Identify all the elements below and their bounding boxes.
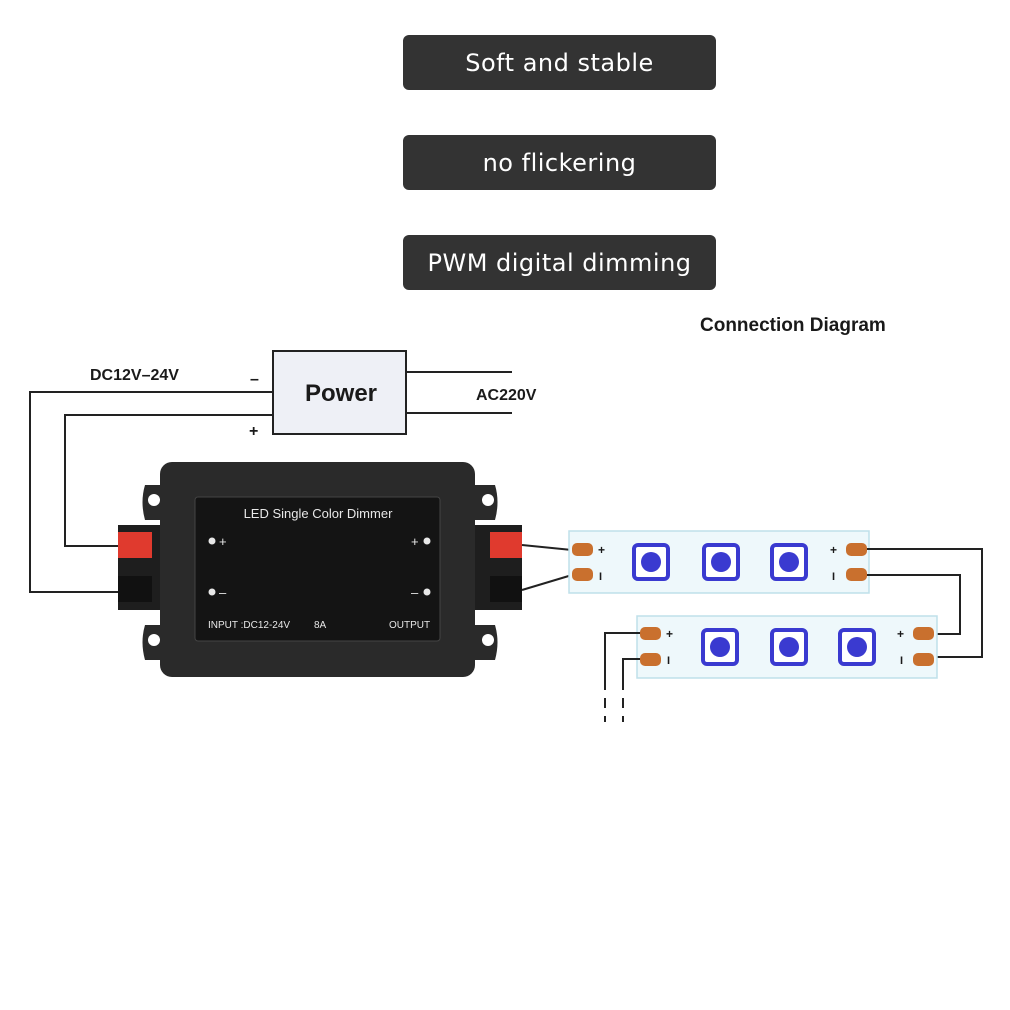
strip2-left-plus: +: [666, 627, 673, 641]
diagram-title: Connection Diagram: [700, 315, 886, 336]
dimmer-output-label: OUTPUT: [389, 620, 430, 631]
strip1-pad-right-plus: [846, 543, 867, 556]
output-terminal-block: [474, 525, 522, 610]
strip2-pad-right-minus: [913, 653, 934, 666]
power-supply-box: [272, 350, 407, 435]
strip2-pad-left-minus: [640, 653, 661, 666]
strip2-outgoing-wires: [604, 632, 640, 680]
strip1-right-plus: +: [830, 543, 837, 557]
dimmer-title: LED Single Color Dimmer: [244, 506, 393, 521]
input-connector-black: [118, 576, 152, 602]
input-minus-dot: [208, 588, 216, 596]
strip-continuation-dashed: [959, 549, 983, 657]
strip2-left-minus: I: [667, 655, 670, 667]
dimmer-current-spec: 8A: [314, 620, 327, 631]
power-label: Power: [305, 380, 377, 407]
strip2-right-minus: I: [900, 655, 903, 667]
input-voltage-label: DC12V–24V: [90, 367, 179, 384]
ac-voltage-label: AC220V: [476, 387, 537, 404]
feature-badge-pwm-dimming: PWM digital dimming: [403, 235, 716, 290]
strip2-right-plus: +: [897, 627, 904, 641]
output-connector-black: [490, 576, 522, 602]
feature-label: Soft and stable: [465, 48, 654, 77]
input-plus-dot: [208, 537, 216, 545]
feature-badge-no-flickering: no flickering: [403, 135, 716, 190]
strip2-continuation-dashed: [604, 680, 624, 722]
output-connector-red: [490, 532, 522, 558]
strip1-pad-left-plus: [572, 543, 593, 556]
led-strip-2: + I + I: [636, 615, 938, 679]
dimmer-input-spec: INPUT :DC12-24V: [208, 620, 290, 631]
power-plus-label: +: [249, 423, 258, 440]
output-plus-label: +: [411, 534, 419, 549]
output-plus-dot: [423, 537, 431, 545]
strip1-pad-right-minus: [846, 568, 867, 581]
feature-badge-soft-stable: Soft and stable: [403, 35, 716, 90]
led-strip-1: + I + I: [568, 530, 870, 594]
input-terminal-block: [118, 525, 166, 610]
dimmer-label-panel: [194, 496, 441, 642]
strip1-right-minus: I: [832, 571, 835, 583]
strip2-pad-right-plus: [913, 627, 934, 640]
input-minus-label: –: [219, 585, 227, 600]
strip1-pad-left-minus: [572, 568, 593, 581]
dimmer-output-wires: [521, 544, 573, 591]
feature-label: PWM digital dimming: [427, 248, 692, 277]
strip1-left-minus: I: [599, 571, 602, 583]
input-plus-label: +: [219, 534, 227, 549]
feature-label: no flickering: [482, 148, 637, 177]
output-minus-label: –: [411, 585, 419, 600]
input-connector-red: [118, 532, 152, 558]
dc-input-wires: [29, 391, 273, 593]
strip2-pad-left-plus: [640, 627, 661, 640]
output-minus-dot: [423, 588, 431, 596]
power-minus-label: –: [250, 371, 259, 388]
ac-wires: [406, 371, 512, 414]
strip1-left-plus: +: [598, 543, 605, 557]
